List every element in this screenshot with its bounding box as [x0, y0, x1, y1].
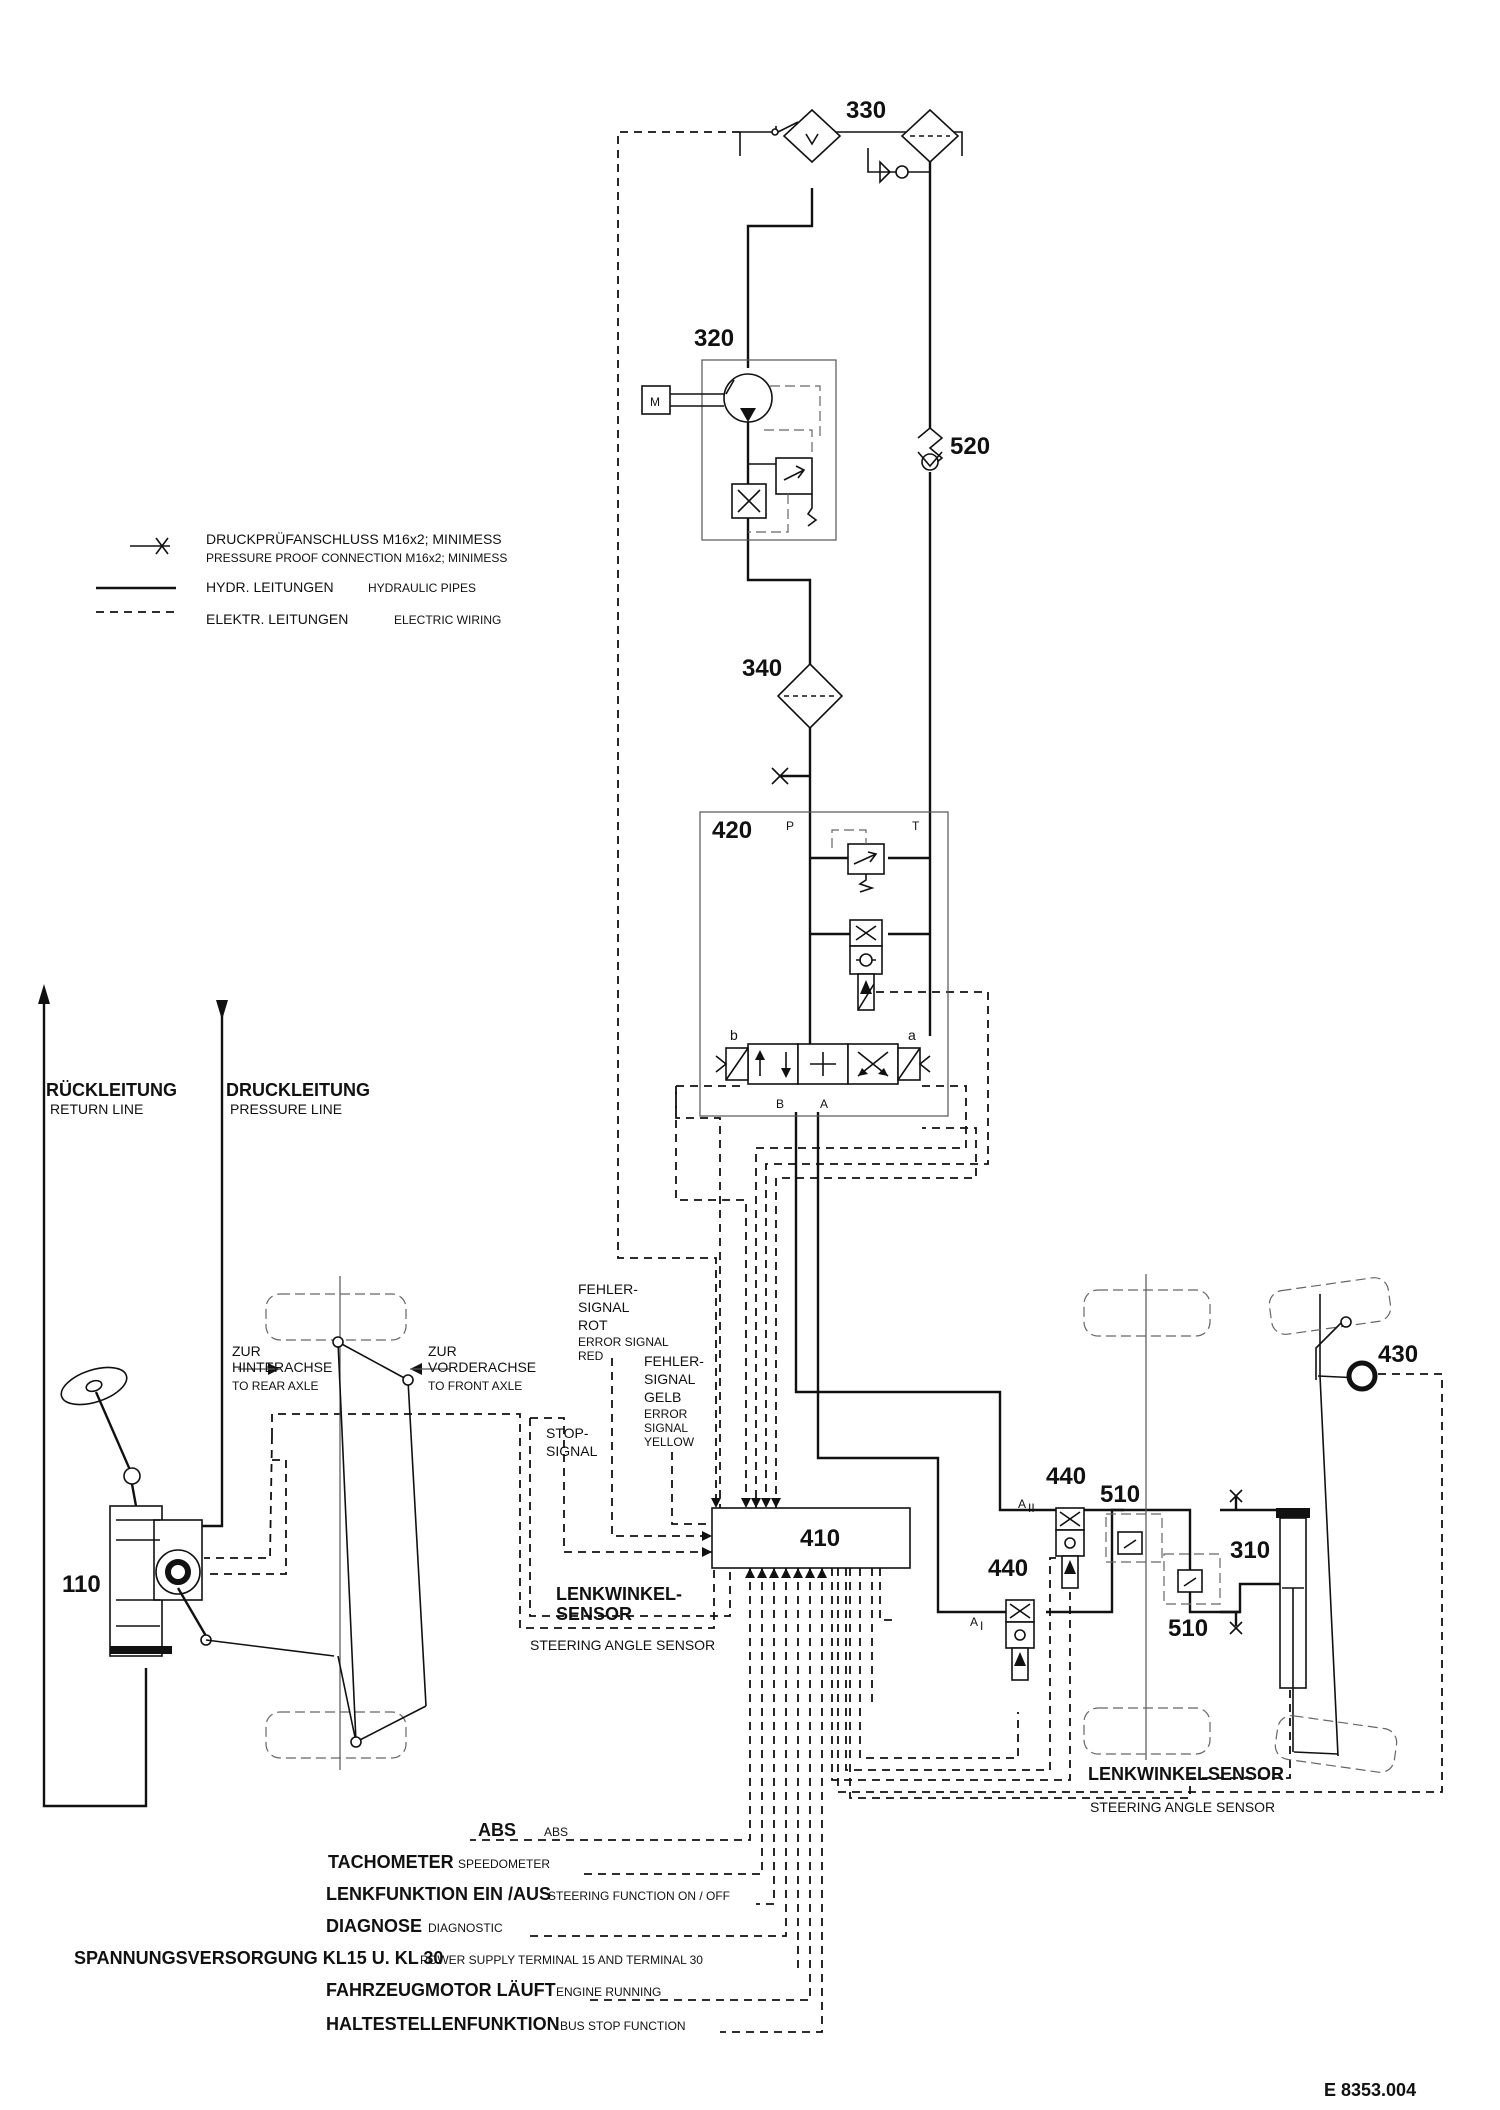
port-p: P	[786, 819, 794, 833]
err-red-3: ROT	[578, 1317, 608, 1333]
input-power-en: POWER SUPPLY TERMINAL 15 AND TERMINAL 30	[420, 1953, 703, 1967]
err-yel-1: FEHLER-	[644, 1353, 704, 1369]
motor-label: M	[650, 395, 660, 409]
port-a2-sub: II	[1028, 1501, 1035, 1515]
axle-labels: ZUR HINTERACHSE TO REAR AXLE ZUR VORDERA…	[232, 1343, 536, 1393]
port-A: A	[820, 1097, 828, 1111]
input-engine-de: FAHRZEUGMOTOR LÄUFT	[326, 1980, 556, 2000]
drawing-number: E 8353.004	[1324, 2080, 1416, 2100]
input-diag-de: DIAGNOSE	[326, 1916, 422, 1936]
err-red-5: RED	[578, 1349, 604, 1363]
label-330: 330	[846, 97, 886, 124]
steer-right-en: STEERING ANGLE SENSOR	[1090, 1799, 1275, 1815]
front-axle-de1: ZUR	[428, 1343, 457, 1359]
port-a1: A	[970, 1615, 978, 1629]
pump-assembly-320: M 320	[641, 325, 837, 541]
rear-axle-de1: ZUR	[232, 1343, 261, 1359]
legend-electric-en: ELECTRIC WIRING	[394, 613, 501, 627]
legend-hydraulic-en: HYDRAULIC PIPES	[368, 581, 476, 595]
steer-left-de1: LENKWINKEL-	[556, 1584, 682, 1604]
input-engine-en: ENGINE RUNNING	[556, 1985, 661, 1999]
signal-labels: STOP- SIGNAL FEHLER- SIGNAL ROT ERROR SI…	[530, 1281, 1284, 1815]
rear-axle-right: 430	[1083, 1274, 1418, 1773]
steer-left-de2: SENSOR	[556, 1604, 632, 1624]
err-yel-4: ERROR	[644, 1407, 688, 1421]
label-510-upper: 510	[1100, 1481, 1140, 1508]
electric-wiring	[204, 131, 1443, 2033]
label-430: 430	[1378, 1341, 1418, 1368]
check-valve-520: 520	[917, 426, 990, 471]
steering-gear-110: 110	[60, 1366, 212, 1657]
front-axle-left	[205, 1276, 427, 1770]
input-busstop-de: HALTESTELLENFUNKTION	[326, 2014, 560, 2034]
input-tacho-de: TACHOMETER	[328, 1852, 454, 1872]
err-red-1: FEHLER-	[578, 1281, 638, 1297]
err-red-2: SIGNAL	[578, 1299, 630, 1315]
input-abs-en: ABS	[544, 1825, 568, 1839]
port-a2: A	[1018, 1497, 1026, 1511]
legend: DRUCKPRÜFANSCHLUSS M16x2; MINIMESS PRESS…	[96, 530, 507, 627]
filter-340: 340	[742, 655, 844, 785]
port-B: B	[776, 1097, 784, 1111]
tank-330: 330	[739, 97, 963, 184]
err-yel-6: YELLOW	[644, 1435, 695, 1449]
input-tacho-en: SPEEDOMETER	[458, 1857, 550, 1871]
return-line-de: RÜCKLEITUNG	[46, 1080, 177, 1100]
sensor-430	[1346, 1360, 1378, 1392]
input-diag-en: DIAGNOSTIC	[428, 1921, 503, 1935]
pressure-line-de: DRUCKLEITUNG	[226, 1080, 370, 1100]
pressure-line-en: PRESSURE LINE	[230, 1101, 342, 1117]
input-busstop-en: BUS STOP FUNCTION	[560, 2019, 686, 2033]
err-yel-3: GELB	[644, 1389, 681, 1405]
ecu-input-labels: ABS ABS TACHOMETER SPEEDOMETER LENKFUNKT…	[74, 1820, 730, 2034]
input-power-de: SPANNUNGSVERSORGUNG KL15 U. KL 30	[74, 1948, 443, 1968]
front-axle-de2: VORDERACHSE	[428, 1359, 536, 1375]
valves-right: 440 A II 440 A I 510 510 310	[970, 1463, 1310, 1752]
err-yel-5: SIGNAL	[644, 1421, 688, 1435]
label-340: 340	[742, 655, 782, 682]
legend-electric-de: ELEKTR. LEITUNGEN	[206, 611, 348, 627]
stop-signal-1: STOP-	[546, 1425, 589, 1441]
legend-hydraulic-de: HYDR. LEITUNGEN	[206, 579, 334, 595]
label-440-upper: 440	[1046, 1463, 1086, 1490]
label-440-lower: 440	[988, 1555, 1028, 1582]
port-a-lower: a	[908, 1027, 916, 1043]
legend-pressure-test-de: DRUCKPRÜFANSCHLUSS M16x2; MINIMESS	[206, 530, 502, 547]
steer-right-de: LENKWINKELSENSOR	[1088, 1764, 1284, 1784]
port-t: T	[912, 819, 920, 833]
label-520: 520	[950, 433, 990, 460]
valve-block-420: 420 P T b a B A	[699, 811, 949, 1117]
input-steering-en: STEERING FUNCTION ON / OFF	[548, 1889, 730, 1903]
input-abs-de: ABS	[478, 1820, 516, 1840]
label-410: 410	[800, 1525, 840, 1552]
front-axle-en: TO FRONT AXLE	[428, 1379, 522, 1393]
err-yel-2: SIGNAL	[644, 1371, 696, 1387]
label-310: 310	[1230, 1537, 1270, 1564]
return-filter-330a	[782, 108, 842, 164]
port-a1-sub: I	[980, 1619, 983, 1633]
label-420: 420	[712, 817, 752, 844]
input-steering-de: LENKFUNKTION EIN /AUS	[326, 1884, 551, 1904]
label-320: 320	[694, 325, 734, 352]
rear-axle-en: TO REAR AXLE	[232, 1379, 318, 1393]
label-110: 110	[62, 1571, 101, 1598]
line-arrows	[38, 984, 422, 1375]
steer-left-en: STEERING ANGLE SENSOR	[530, 1637, 715, 1653]
return-line-en: RETURN LINE	[50, 1101, 143, 1117]
stop-signal-2: SIGNAL	[546, 1443, 598, 1459]
port-b-lower: b	[730, 1027, 738, 1043]
rear-axle-de2: HINTERACHSE	[232, 1359, 332, 1375]
err-red-4: ERROR SIGNAL	[578, 1335, 669, 1349]
label-510-lower: 510	[1168, 1615, 1208, 1642]
ecu-410: 410	[702, 1498, 911, 1578]
line-labels: RÜCKLEITUNG RETURN LINE DRUCKLEITUNG PRE…	[46, 1080, 370, 1117]
legend-pressure-test-en: PRESSURE PROOF CONNECTION M16x2; MINIMES…	[206, 551, 507, 565]
